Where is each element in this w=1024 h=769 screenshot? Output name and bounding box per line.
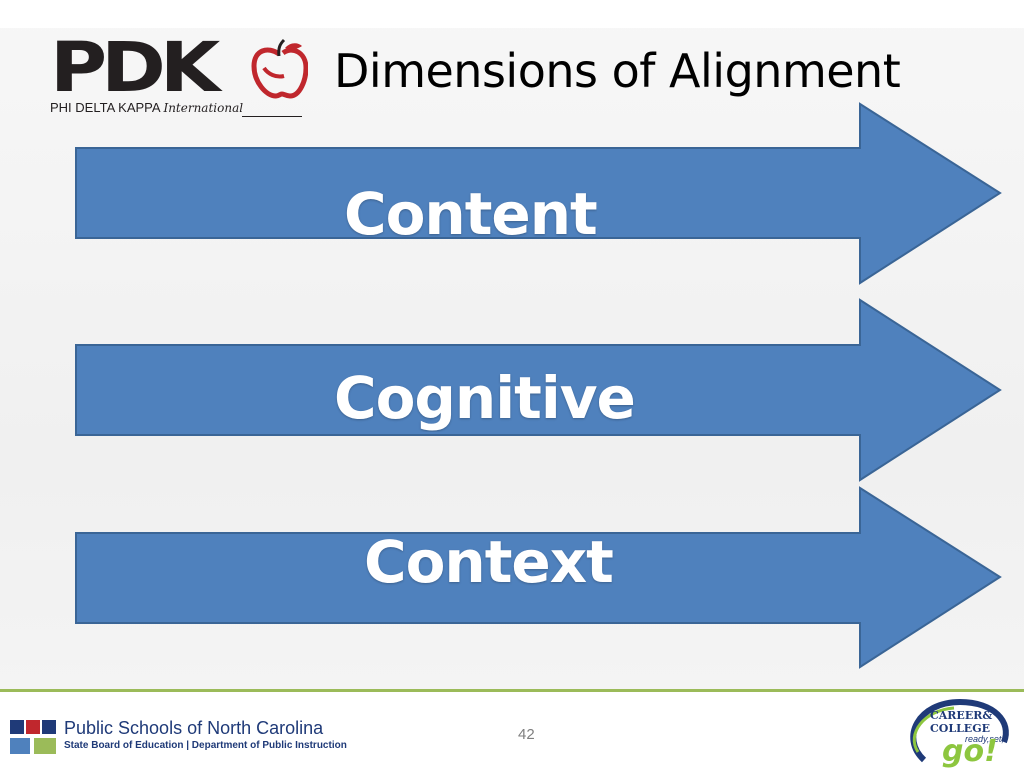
logo-underline <box>242 116 302 117</box>
nc-schools-logo-icon <box>10 720 56 754</box>
pdk-letters: PDK <box>50 28 220 108</box>
slide-title: Dimensions of Alignment <box>334 44 901 98</box>
pdk-org-line: PHI DELTA KAPPA International <box>50 100 243 115</box>
career-college-logo-icon <box>910 698 1009 763</box>
pdk-org-name: PHI DELTA KAPPA <box>50 100 160 115</box>
arrow-content <box>75 102 1002 285</box>
footer: Public Schools of North Carolina State B… <box>0 692 1024 768</box>
apple-icon <box>251 38 308 99</box>
badge-line2: COLLEGE <box>930 722 990 735</box>
pdk-logo: PDK PHI DELTA KAPPA International <box>50 34 310 124</box>
arrow-label-context: Context <box>364 528 614 596</box>
badge-go: go! <box>942 734 998 769</box>
nc-schools-name: Public Schools of North Carolina <box>64 718 324 738</box>
top-strip <box>0 0 1024 28</box>
arrow-context <box>75 486 1002 669</box>
arrow-label-content: Content <box>344 180 597 242</box>
footer-divider <box>0 689 1024 692</box>
badge-line1: CAREER& <box>930 709 993 722</box>
page-number: 42 <box>518 726 535 743</box>
arrow-cognitive <box>75 298 1002 482</box>
nc-schools-subtitle: State Board of Education | Department of… <box>64 740 347 751</box>
pdk-org-suffix: International <box>163 101 244 115</box>
arrow-label-cognitive: Cognitive <box>334 364 635 432</box>
badge-tagline: ready,set, <box>965 734 1004 744</box>
